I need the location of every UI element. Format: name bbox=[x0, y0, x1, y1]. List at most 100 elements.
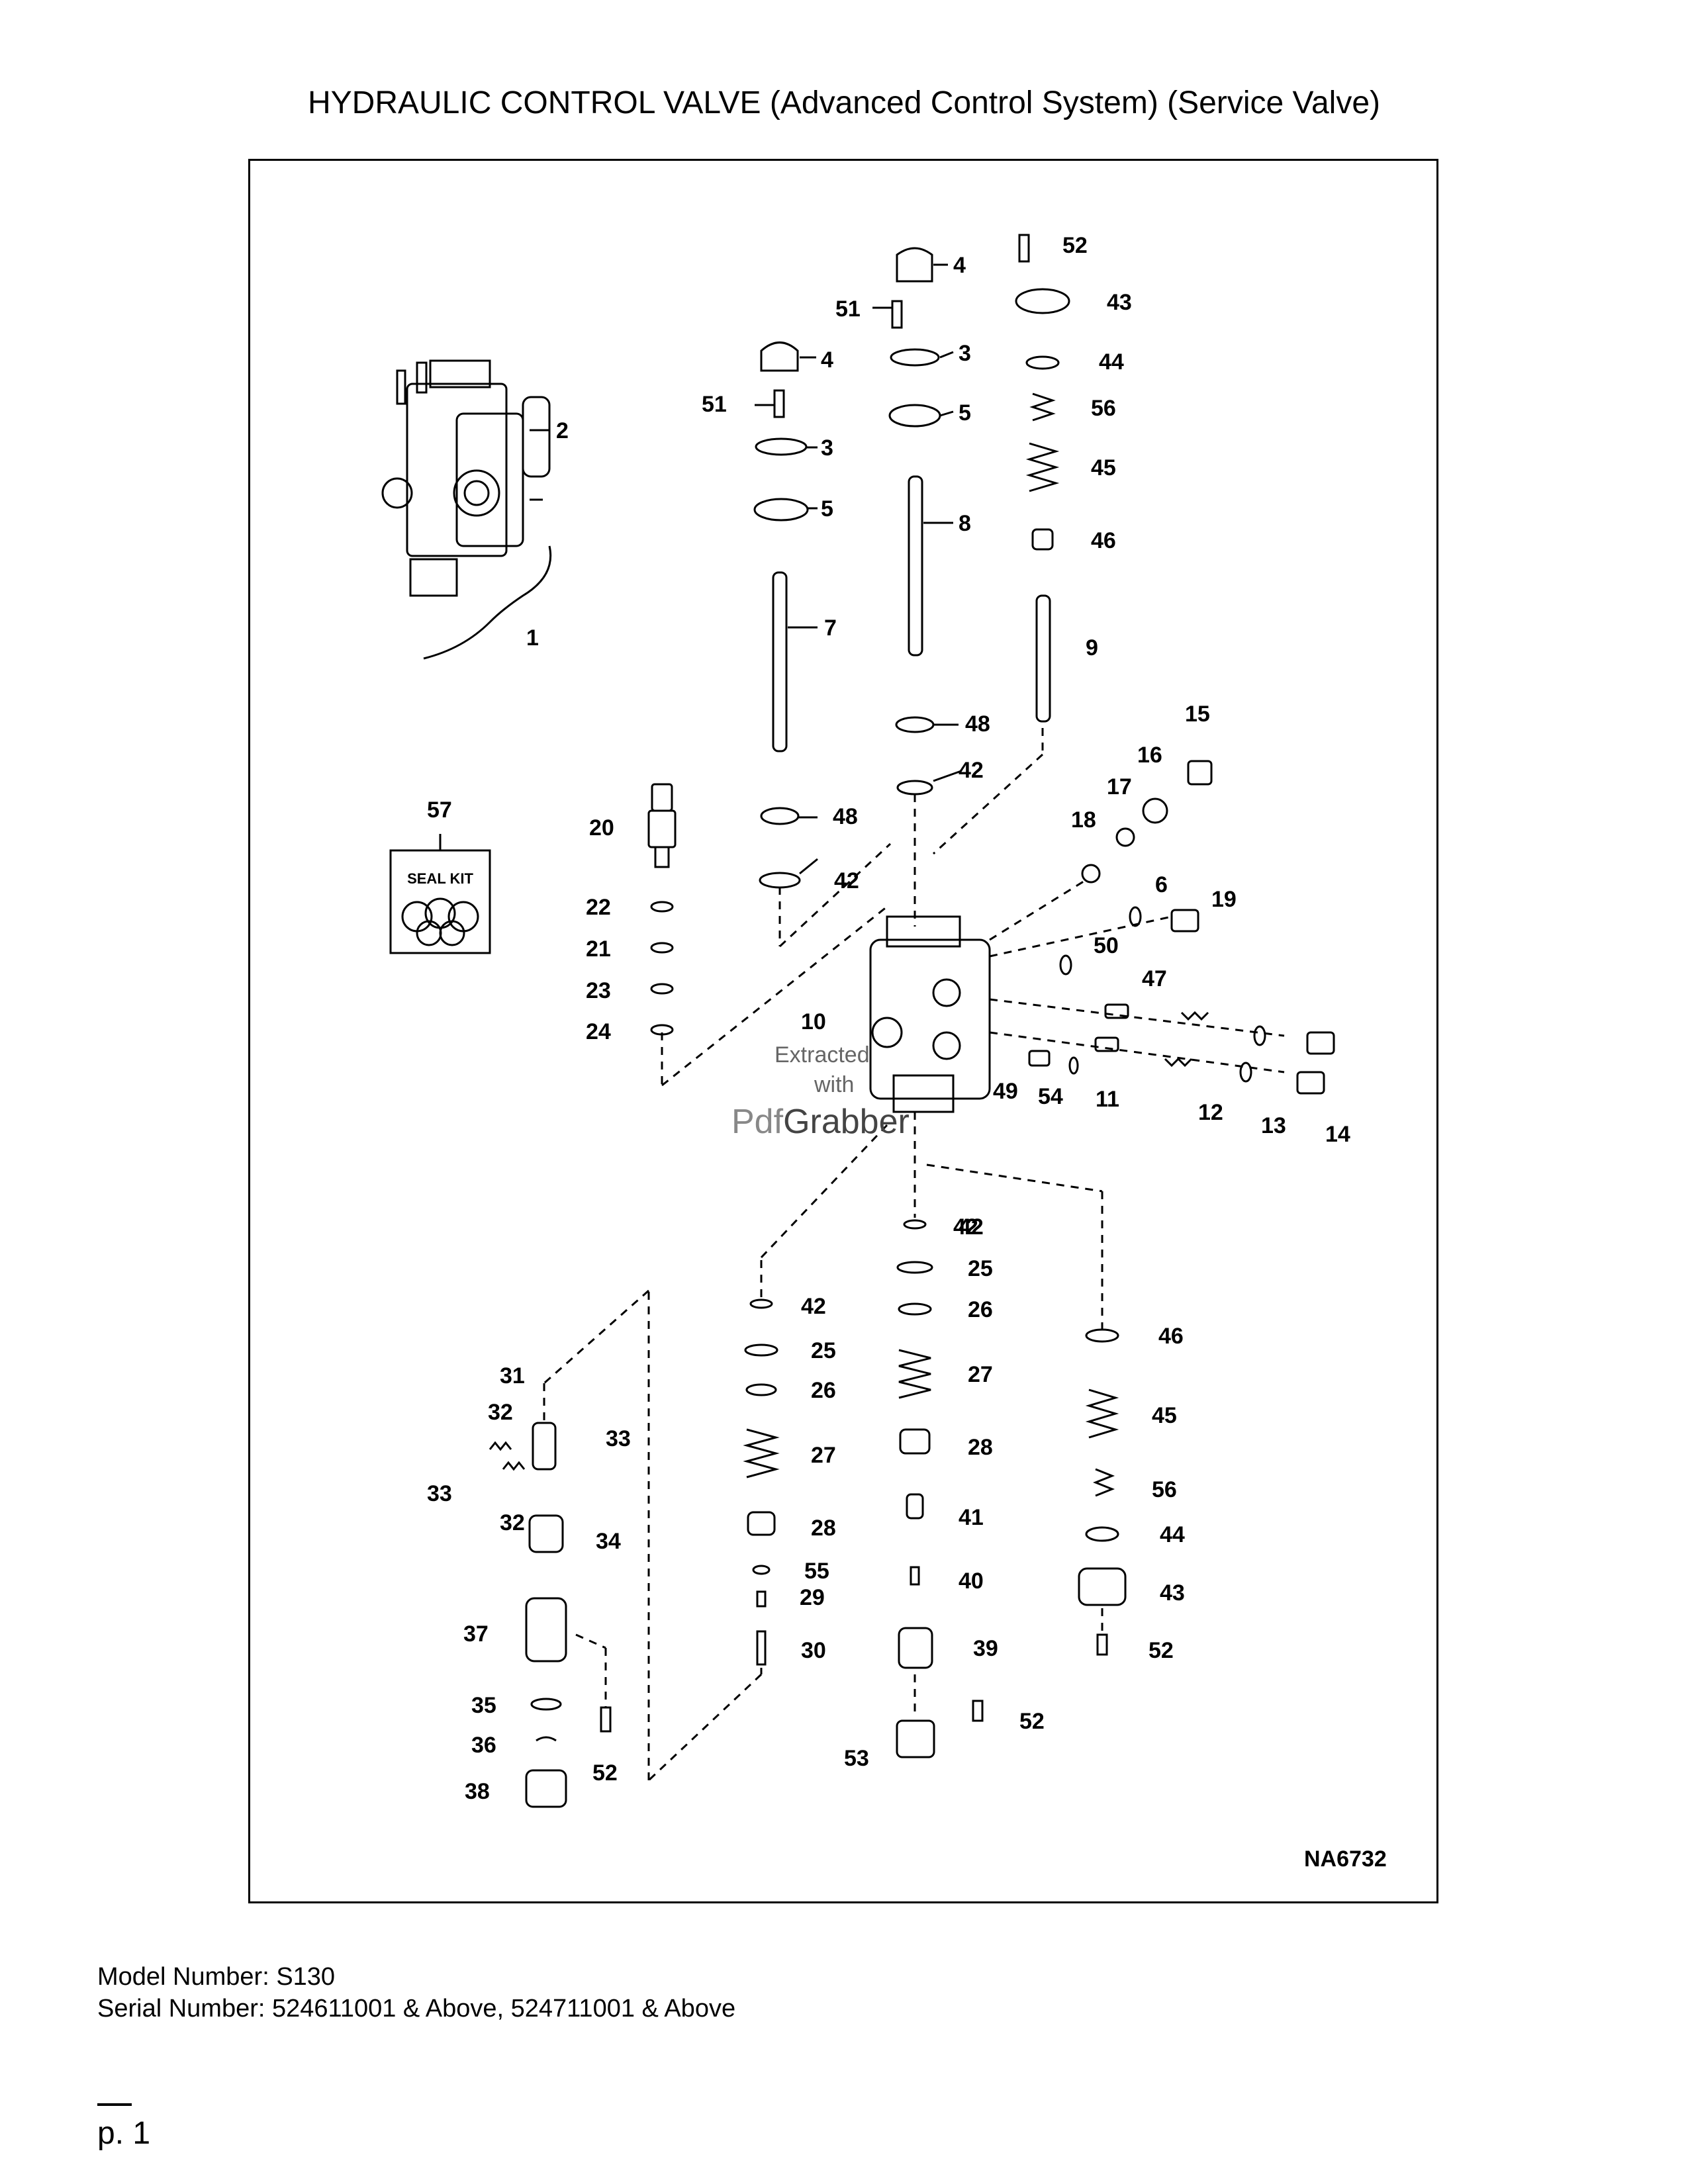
callout-5: 5 bbox=[821, 496, 833, 522]
callout-11: 11 bbox=[1096, 1087, 1119, 1112]
callout-42: 42 bbox=[959, 1214, 984, 1240]
callout-35: 35 bbox=[471, 1693, 496, 1718]
valve-body bbox=[869, 915, 991, 1113]
callout-49: 49 bbox=[993, 1079, 1018, 1104]
callout-46: 46 bbox=[1091, 528, 1116, 553]
callout-25: 25 bbox=[811, 1338, 836, 1363]
callout-32: 32 bbox=[488, 1400, 513, 1425]
callout-38: 38 bbox=[465, 1779, 490, 1804]
callout-10: 10 bbox=[801, 1009, 826, 1034]
callout-42: 42 bbox=[953, 1214, 978, 1240]
spring-column-lower-right bbox=[1078, 1328, 1127, 1656]
callout-28: 28 bbox=[968, 1435, 993, 1460]
callout-52: 52 bbox=[1062, 233, 1088, 258]
spool-column-b bbox=[888, 247, 941, 796]
callout-39: 39 bbox=[973, 1636, 998, 1661]
callout-37: 37 bbox=[463, 1621, 489, 1647]
callout-25: 25 bbox=[968, 1256, 993, 1281]
callout-34: 34 bbox=[596, 1529, 621, 1554]
serial-number: Serial Number: 524611001 & Above, 524711… bbox=[97, 1995, 736, 2023]
spring-column-top bbox=[1015, 234, 1070, 723]
right-fittings bbox=[1059, 760, 1213, 976]
callout-22: 22 bbox=[586, 895, 611, 920]
callout-31: 31 bbox=[500, 1363, 525, 1388]
leader-lines bbox=[530, 263, 962, 875]
callout-16: 16 bbox=[1137, 743, 1162, 768]
callout-8: 8 bbox=[959, 511, 971, 536]
watermark: Extracted with PdfGrabber bbox=[731, 1042, 910, 1141]
callout-3: 3 bbox=[821, 435, 833, 461]
callout-46: 46 bbox=[1158, 1324, 1184, 1349]
callout-1: 1 bbox=[526, 625, 539, 651]
callout-53: 53 bbox=[844, 1746, 869, 1771]
callout-3: 3 bbox=[959, 341, 971, 366]
callout-44: 44 bbox=[1160, 1522, 1185, 1547]
callout-30: 30 bbox=[801, 1638, 826, 1663]
callout-13: 13 bbox=[1261, 1113, 1286, 1138]
page-number: p. 1 bbox=[97, 2116, 151, 2151]
callout-9: 9 bbox=[1086, 635, 1098, 660]
callout-56: 56 bbox=[1152, 1477, 1177, 1502]
callout-20: 20 bbox=[589, 815, 614, 841]
callout-40: 40 bbox=[959, 1569, 984, 1594]
callout-17: 17 bbox=[1107, 774, 1132, 799]
callout-52: 52 bbox=[1149, 1638, 1174, 1663]
callout-48: 48 bbox=[833, 804, 858, 829]
callout-4: 4 bbox=[821, 347, 833, 373]
callout-54: 54 bbox=[1038, 1084, 1063, 1109]
callout-28: 28 bbox=[811, 1516, 836, 1541]
callout-56: 56 bbox=[1091, 396, 1116, 421]
diagram-frame bbox=[248, 159, 1438, 1903]
callout-2: 2 bbox=[556, 418, 569, 443]
seal-kit-box bbox=[389, 834, 491, 954]
callout-51: 51 bbox=[835, 296, 861, 322]
callout-32: 32 bbox=[500, 1510, 525, 1535]
callout-43: 43 bbox=[1160, 1580, 1185, 1606]
callout-27: 27 bbox=[811, 1443, 836, 1468]
callout-45: 45 bbox=[1091, 455, 1116, 480]
watermark-line2: with bbox=[814, 1072, 854, 1097]
callout-55: 55 bbox=[804, 1559, 829, 1584]
page-number-rule bbox=[97, 2103, 132, 2106]
callout-42: 42 bbox=[801, 1294, 826, 1319]
callout-26: 26 bbox=[968, 1297, 993, 1322]
relief-valve-column bbox=[647, 783, 677, 1036]
watermark-brand-a: Pdf bbox=[731, 1103, 784, 1141]
callout-19: 19 bbox=[1211, 887, 1237, 912]
callout-21: 21 bbox=[586, 936, 611, 962]
detent-column bbox=[489, 1422, 612, 1808]
horizontal-port-parts bbox=[1028, 1003, 1335, 1095]
callout-42: 42 bbox=[834, 868, 859, 893]
callout-48: 48 bbox=[965, 711, 990, 737]
seal-kit-label: SEAL KIT bbox=[407, 870, 473, 887]
callout-52: 52 bbox=[1019, 1709, 1045, 1734]
assembly-centerlines bbox=[543, 728, 1285, 1782]
callout-57: 57 bbox=[427, 797, 452, 823]
callout-29: 29 bbox=[800, 1585, 825, 1610]
drawing-code: NA6732 bbox=[1304, 1846, 1387, 1872]
callout-27: 27 bbox=[968, 1362, 993, 1387]
callout-24: 24 bbox=[586, 1019, 611, 1044]
watermark-line1: Extracted bbox=[774, 1042, 870, 1068]
callout-7: 7 bbox=[824, 615, 837, 641]
spool-column-a bbox=[753, 341, 809, 889]
callout-23: 23 bbox=[586, 978, 611, 1003]
callout-45: 45 bbox=[1152, 1403, 1177, 1428]
callout-47: 47 bbox=[1142, 966, 1167, 991]
spring-column-lower-center bbox=[896, 1219, 984, 1758]
valve-assembly-illustration bbox=[381, 359, 552, 660]
model-number: Model Number: S130 bbox=[97, 1963, 336, 1991]
callout-5: 5 bbox=[959, 400, 971, 426]
callout-50: 50 bbox=[1094, 933, 1119, 958]
callout-33: 33 bbox=[427, 1481, 452, 1506]
callout-51: 51 bbox=[702, 392, 727, 417]
callout-6: 6 bbox=[1155, 872, 1168, 897]
callout-42: 42 bbox=[959, 758, 984, 783]
callout-12: 12 bbox=[1198, 1100, 1223, 1125]
callout-52: 52 bbox=[592, 1760, 618, 1786]
callout-33: 33 bbox=[606, 1426, 631, 1451]
callout-labels: 1 2 3 3 4 4 5 5 6 7 8 9 10 11 12 13 14 1… bbox=[407, 233, 1387, 1872]
callout-41: 41 bbox=[959, 1505, 984, 1530]
callout-4: 4 bbox=[953, 253, 966, 278]
